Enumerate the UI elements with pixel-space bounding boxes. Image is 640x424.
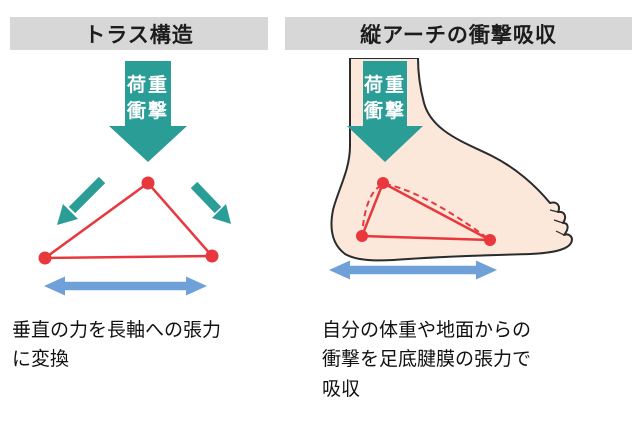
arch-vertex-dot-top [377, 177, 389, 189]
load-arrow-label-line2: 衝撃 [363, 99, 406, 122]
load-arrow-label-line2: 衝撃 [126, 99, 169, 122]
arch-triangle [360, 181, 491, 242]
right-panel-title: 縦アーチの衝撃吸収 [285, 17, 632, 50]
lateral-arrow-left [57, 176, 106, 225]
left-caption: 垂直の力を長軸への張力 に変換 [12, 320, 222, 371]
right-caption: 自分の体重や地面からの 衝撃を足底腱膜の張力で 吸収 [322, 320, 532, 400]
base-tension-arrow [44, 276, 207, 296]
truss-diagram: 荷重 衝撃 [38, 61, 231, 296]
toe-crease-1 [555, 230, 565, 236]
fascia-tension-arrow [329, 260, 497, 280]
lateral-arrow-right [190, 181, 231, 224]
truss-vertex-dot-right [205, 249, 219, 263]
load-arrow-label-line1: 荷重 [364, 73, 406, 96]
truss-vertex-dot-left [38, 251, 52, 265]
truss-triangle [41, 181, 215, 260]
load-arrow [109, 61, 187, 162]
toe-crease-3 [549, 209, 559, 213]
foot-arch-diagram: 荷重 衝撃 [329, 58, 573, 280]
arch-vertex-dot-heel [356, 230, 368, 242]
load-arrow [347, 61, 423, 162]
toe-crease-2 [553, 219, 564, 224]
arch-vertex-dot-ball [484, 234, 496, 246]
left-panel-title: トラス構造 [10, 17, 268, 50]
load-arrow-label-line1: 荷重 [127, 73, 169, 96]
truss-vertex-dot-top [141, 176, 155, 190]
